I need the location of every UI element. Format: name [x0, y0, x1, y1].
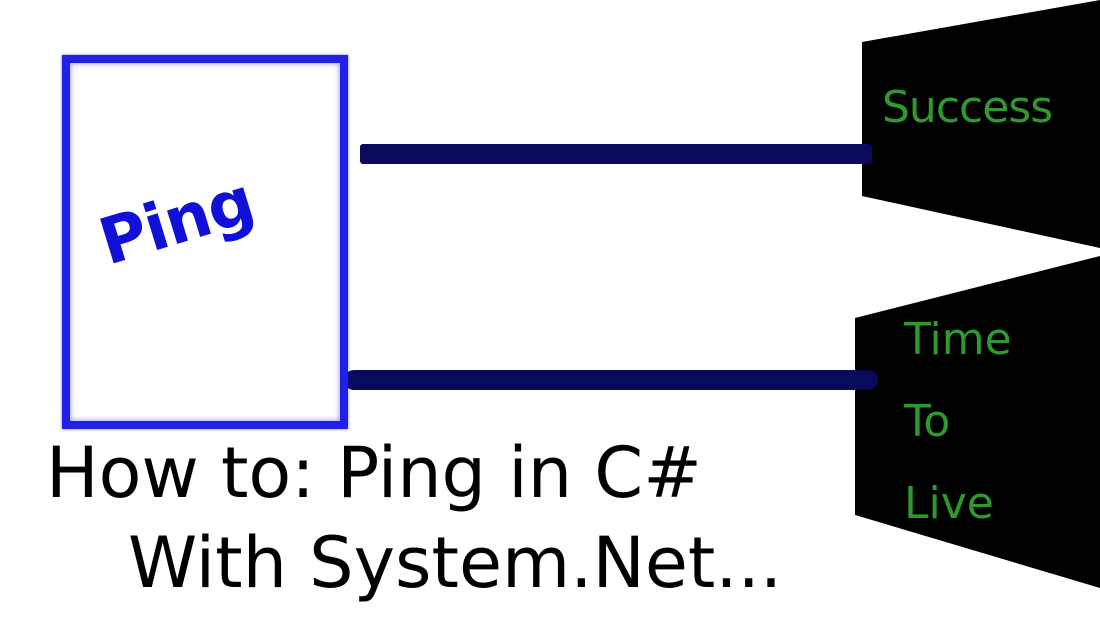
connector-top — [360, 144, 872, 164]
ttl-label-line-2: To — [904, 396, 951, 447]
title-line-1: How to: Ping in C# — [46, 432, 702, 514]
success-panel — [862, 0, 1100, 248]
ttl-label-line-3: Live — [904, 478, 994, 529]
ttl-panel — [855, 256, 1100, 588]
success-label: Success — [882, 82, 1053, 133]
ping-label: Ping — [91, 163, 263, 281]
ttl-label-line-1: Time — [904, 314, 1012, 365]
ping-card: Ping — [62, 55, 348, 429]
title-line-2: With System.Net... — [128, 522, 783, 604]
connector-bottom — [344, 370, 878, 390]
